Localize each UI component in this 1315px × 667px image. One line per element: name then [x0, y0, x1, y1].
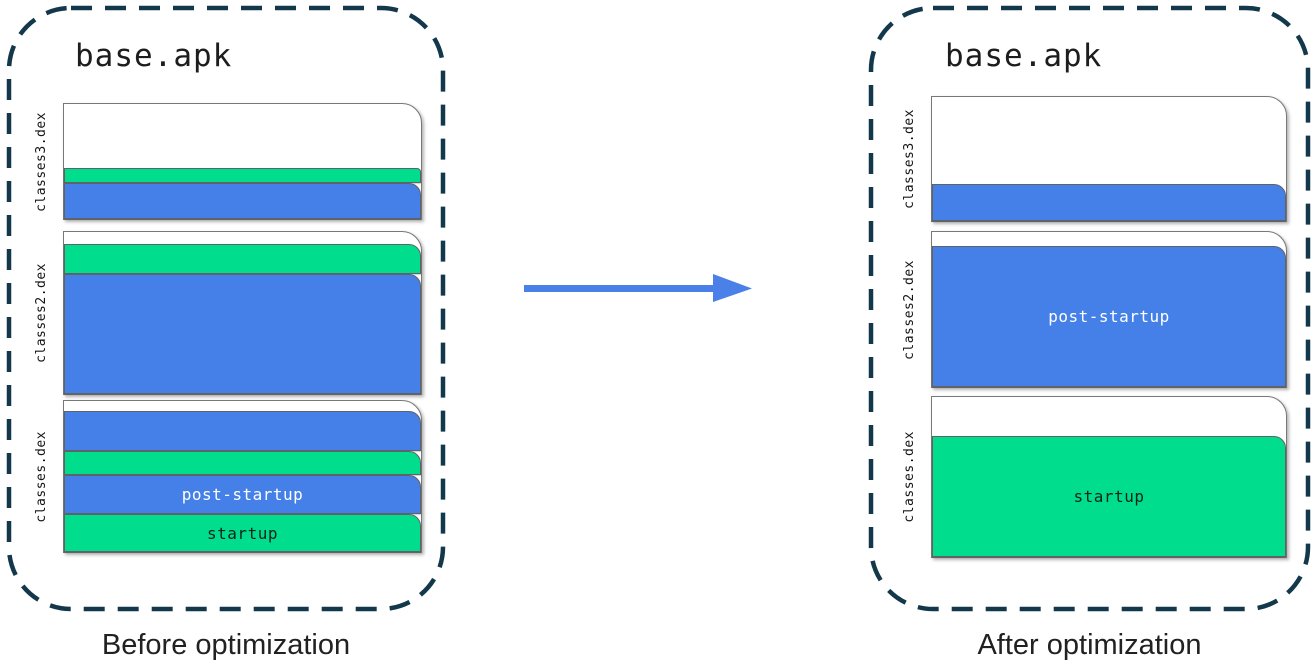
apk-container-border [868, 5, 1311, 612]
segment-post-startup: post-startup [932, 246, 1286, 387]
before-caption: Before optimization [101, 629, 351, 661]
segment-green [64, 244, 421, 274]
arrow-shaft [524, 285, 716, 292]
segment-blue [64, 183, 421, 219]
file-page: post-startup [931, 231, 1287, 388]
segment-green [64, 168, 421, 183]
after-panel: base.apk classes3.dex classes2.dex post-st… [868, 5, 1311, 612]
apk-title: base.apk [75, 38, 233, 74]
segment-blue [64, 411, 421, 451]
file-page [63, 103, 422, 220]
apk-title: base.apk [945, 38, 1103, 74]
file-page [63, 231, 422, 395]
file-name-label: classes2.dex [901, 259, 917, 360]
file-name-label: classes.dex [33, 430, 49, 523]
segment-green [64, 451, 421, 475]
file-page [931, 96, 1287, 222]
segment-startup: startup [64, 514, 421, 552]
arrow-head [713, 274, 752, 302]
file-classes2.dex: classes2.dex post-startup [887, 231, 1287, 388]
optimization-arrow [524, 271, 752, 305]
segment-blue [932, 184, 1286, 221]
file-name-label: classes3.dex [33, 111, 49, 212]
segment-post-startup: post-startup [64, 475, 421, 514]
file-classes2.dex: classes2.dex [19, 231, 422, 395]
segment-startup: startup [932, 436, 1286, 557]
file-name-label: classes2.dex [33, 263, 49, 363]
file-classes.dex: classes.dex startup [887, 396, 1287, 558]
file-name-label: classes3.dex [901, 109, 917, 209]
file-classes3.dex: classes3.dex [19, 103, 422, 220]
apk-container-border [6, 5, 446, 612]
file-classes3.dex: classes3.dex [887, 96, 1287, 222]
segment-blue [64, 274, 421, 394]
after-caption: After optimization [977, 629, 1202, 661]
file-page: startup [931, 396, 1287, 558]
file-name-label: classes.dex [901, 431, 917, 523]
before-panel: base.apk classes3.dex classes2.dex classes… [6, 5, 446, 612]
